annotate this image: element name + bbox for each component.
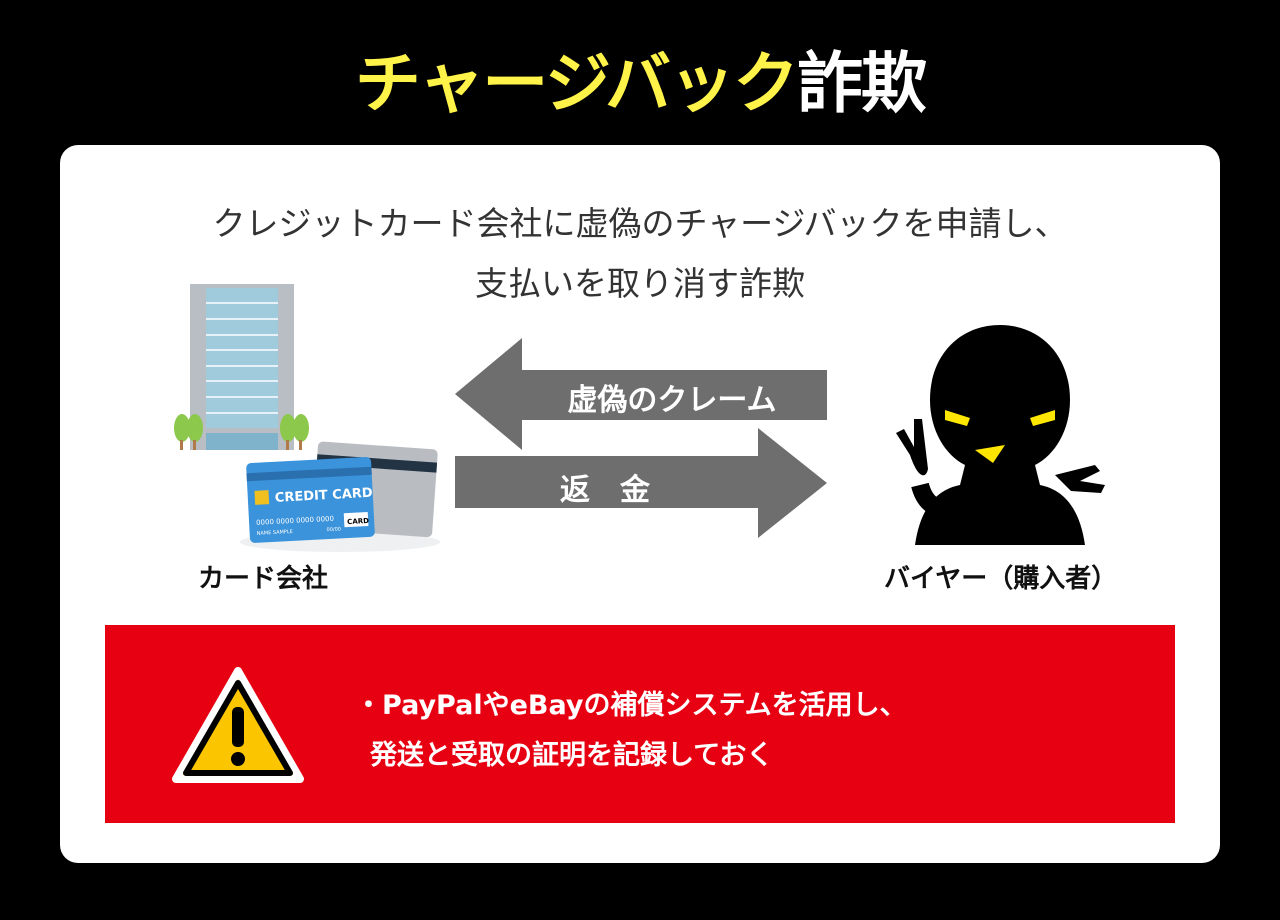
- page-title: チャージバック詐欺: [354, 45, 927, 122]
- subtitle-line-1: クレジットカード会社に虚偽のチャージバックを申請し、: [212, 204, 1068, 243]
- refund-label: 返 金: [560, 473, 650, 508]
- buyer-label: バイヤー（購入者）: [884, 564, 1118, 594]
- warning-text-line-2: 発送と受取の証明を記録しておく: [370, 740, 774, 771]
- warning-icon: [172, 667, 304, 783]
- arrow-left-claim: [455, 338, 827, 450]
- card-company-label: カード会社: [198, 564, 329, 594]
- svg-text:CARD: CARD: [347, 517, 369, 526]
- buyer-silhouette-icon: [896, 325, 1105, 545]
- card-company-illustration: CREDIT CARD 0000 0000 0000 0000 NAME SAM…: [174, 284, 440, 552]
- warning-text-line-1: ・PayPalやeBayの補償システムを活用し、: [355, 690, 907, 721]
- credit-card-front-icon: CREDIT CARD 0000 0000 0000 0000 NAME SAM…: [246, 457, 375, 543]
- building-icon: [174, 284, 309, 450]
- claim-label: 虚偽のクレーム: [567, 383, 777, 418]
- svg-text:CREDIT CARD: CREDIT CARD: [274, 486, 373, 506]
- warning-box: ・PayPalやeBayの補償システムを活用し、 発送と受取の証明を記録しておく: [105, 625, 1175, 823]
- content-panel: クレジットカード会社に虚偽のチャージバックを申請し、 支払いを取り消す詐欺 CR…: [60, 145, 1220, 863]
- subtitle-line-2: 支払いを取り消す詐欺: [475, 264, 805, 303]
- arrow-right-refund: [455, 428, 827, 538]
- svg-text:00/00: 00/00: [326, 526, 341, 533]
- svg-text:NAME SAMPLE: NAME SAMPLE: [257, 529, 293, 537]
